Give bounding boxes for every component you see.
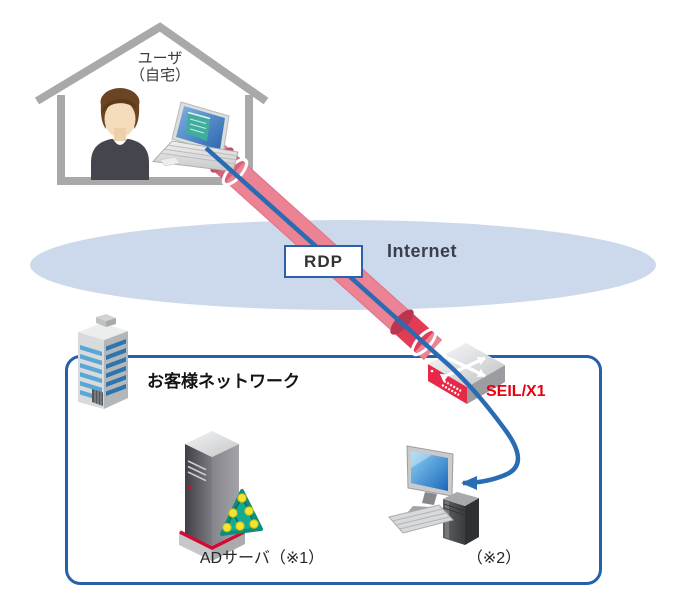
building-icon — [78, 314, 128, 409]
connection-arrow-icon — [204, 146, 521, 490]
ad-server-label: ADサーバ（※1） — [199, 550, 325, 567]
user-home-label-line1: ユーザ — [137, 50, 183, 67]
client-pc-label: （※2） — [466, 550, 522, 567]
internet-label: Internet — [387, 241, 458, 261]
user-home-label: ユーザ （自宅） — [105, 50, 215, 85]
ad-server-icon — [179, 431, 245, 561]
laptop-icon — [151, 101, 239, 173]
seil-x1-label: SEIL/X1 — [486, 383, 546, 400]
directory-tree-icon — [220, 489, 263, 536]
rdp-label-box: RDP — [284, 245, 363, 278]
desktop-pc-icon — [388, 445, 479, 545]
house-icon — [34, 22, 269, 185]
user-home-label-line2: （自宅） — [129, 67, 190, 85]
rdp-label: RDP — [304, 251, 343, 271]
person-icon — [91, 88, 149, 180]
customer-network-label: お客様ネットワーク — [147, 372, 300, 391]
